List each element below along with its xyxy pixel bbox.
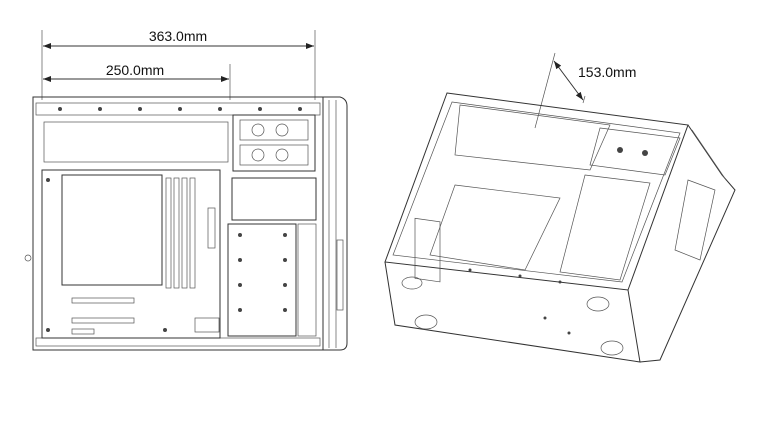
case-isometric-view xyxy=(384,92,736,363)
dimension-label-board-depth: 250.0mm xyxy=(106,62,164,78)
dimension-length: 363.0mm xyxy=(41,28,316,100)
case-side-view xyxy=(24,96,348,351)
dimension-label-width: 153.0mm xyxy=(578,64,636,80)
dimension-board-depth: 250.0mm xyxy=(43,62,231,100)
dimension-width: 153.0mm xyxy=(534,52,636,129)
dimension-label-length: 363.0mm xyxy=(149,28,207,44)
